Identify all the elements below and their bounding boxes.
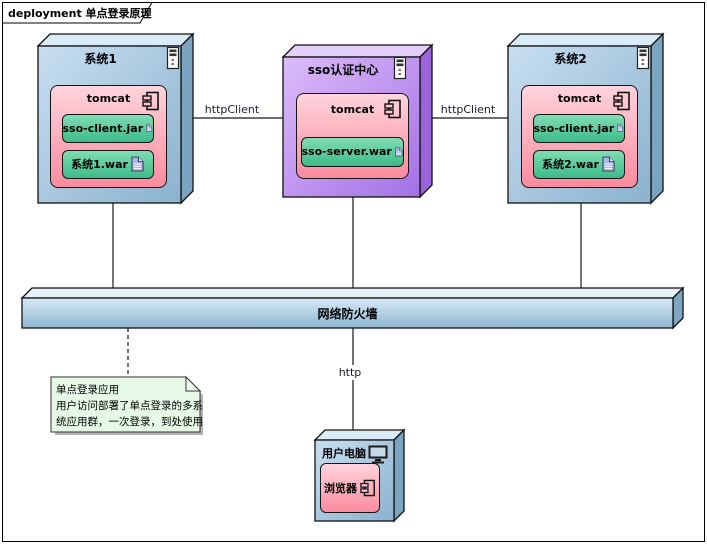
artifact-icon — [602, 156, 615, 172]
server-icon — [166, 46, 180, 70]
label-httpclient-left: httpClient — [204, 103, 260, 116]
component-icon — [384, 99, 401, 119]
artifact-icon — [146, 124, 153, 132]
component-icon — [613, 91, 630, 111]
node-firewall[interactable] — [20, 286, 685, 330]
server-icon — [636, 46, 650, 70]
component-tomcat-system1-label: tomcat — [86, 92, 131, 105]
component-icon — [142, 91, 159, 111]
component-tomcat-system2[interactable]: tomcat sso-client.jar 系统2.war — [521, 85, 638, 188]
component-tomcat-system2-label: tomcat — [557, 92, 602, 105]
artifact-label: 系统2.war — [542, 158, 599, 171]
artifact-sso-client-jar-2[interactable]: sso-client.jar — [532, 113, 625, 143]
component-browser[interactable]: 浏览器 — [320, 463, 380, 513]
note-text: 单点登录应用 用户访问部署了单点登录的多系 统应用群，一次登录，到处使用 — [56, 382, 203, 430]
artifact-label: sso-client.jar — [62, 121, 144, 135]
artifact-icon — [131, 156, 144, 172]
component-browser-label: 浏览器 — [324, 482, 357, 495]
note-fold-corner — [185, 375, 202, 392]
label-http: http — [328, 365, 372, 380]
note-line: 统应用群，一次登录，到处使用 — [56, 416, 203, 428]
node-system1-title: 系统1 — [84, 52, 117, 66]
artifact-label: sso-client.jar — [533, 121, 615, 135]
component-tomcat-sso-center[interactable]: tomcat sso-server.war — [296, 93, 409, 179]
monitor-icon — [368, 445, 388, 464]
artifact-sso-client-jar[interactable]: sso-client.jar — [61, 113, 154, 143]
artifact-sso-server-war[interactable]: sso-server.war — [300, 136, 404, 167]
component-tomcat-system1[interactable]: tomcat sso-client.jar 系统1.war — [50, 85, 167, 188]
note[interactable] — [50, 375, 203, 435]
node-user-pc-title: 用户电脑 — [322, 447, 366, 460]
artifact-system1-war[interactable]: 系统1.war — [61, 149, 154, 179]
artifact-label: sso-server.war — [301, 145, 392, 158]
artifact-system2-war[interactable]: 系统2.war — [532, 149, 625, 179]
artifact-label: 系统1.war — [71, 158, 128, 171]
node-system2-title: 系统2 — [554, 52, 587, 66]
note-line: 用户访问部署了单点登录的多系 — [56, 400, 203, 412]
server-icon — [393, 56, 407, 80]
component-icon — [360, 479, 375, 497]
diagram-title: deployment 单点登录原理 — [8, 7, 152, 20]
artifact-icon — [617, 124, 624, 132]
diagram-title-tab — [2, 2, 153, 24]
connectors — [112, 117, 582, 440]
label-httpclient-right: httpClient — [440, 103, 496, 116]
node-sso-center-title: sso认证中心 — [307, 63, 379, 77]
component-tomcat-sso-label: tomcat — [330, 103, 375, 116]
firewall-label: 网络防火墙 — [317, 306, 378, 321]
artifact-icon — [395, 147, 403, 156]
note-line: 单点登录应用 — [56, 384, 119, 396]
